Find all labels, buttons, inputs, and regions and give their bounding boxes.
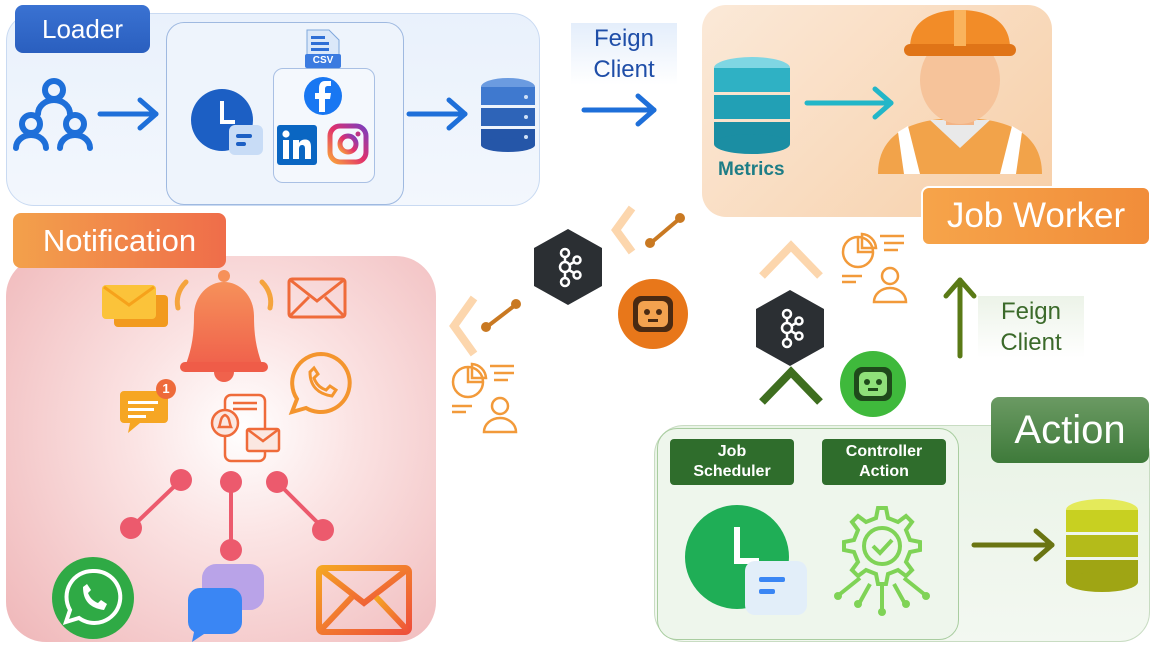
controller-line1: Controller [845,443,923,460]
feign-client-label-top: Feign Client [571,23,677,85]
facebook-icon [304,77,342,115]
mail-icon [316,565,412,635]
mobile-alert-icon [210,393,281,463]
chat-notification-icon [120,379,176,433]
gear-check-icon [834,506,930,616]
whatsapp-outline-icon [288,351,352,416]
chevron-left-icon [449,295,521,357]
notification-badge-count: 1 [162,381,170,396]
report-user-icon [841,232,908,304]
job-scheduler-line1: Job [717,443,747,460]
mail-stack-icon [102,285,168,327]
controller-line2: Action [859,463,909,480]
database-icon [1066,499,1138,592]
arrow-icon [581,93,657,127]
job-scheduler-line2: Scheduler [693,463,771,480]
linkedin-icon [277,125,317,165]
chevron-up-icon [759,240,823,279]
feign-line2: Client [593,56,655,83]
action-title: Action [991,397,1149,463]
arrow-icon [804,86,894,120]
chevron-up-icon [759,366,823,405]
arrow-icon [97,97,159,131]
notification-title: Notification [13,213,226,268]
controller-action-label: Controller Action [822,439,946,485]
scheduler-clock-icon [685,505,807,615]
mail-icon [287,277,347,319]
arrow-up-icon [943,277,977,359]
chevron-left-icon [611,205,685,255]
feign-line1: Feign [593,25,655,52]
distribution-tree-icon [120,469,334,561]
csv-label: CSV [312,55,334,66]
bell-icon [174,270,274,382]
feign-line2: Client [1000,329,1062,356]
users-icon [13,78,93,151]
report-user-icon [451,362,518,434]
arrow-icon [406,97,468,131]
kafka-icon [756,290,824,366]
feign-client-label-right: Feign Client [978,296,1084,358]
metrics-label: Metrics [718,159,785,180]
feign-line1: Feign [1000,298,1062,325]
kafka-icon [534,229,602,305]
worker-icon [878,10,1042,174]
chat-bubbles-icon [188,564,264,642]
metrics-database-icon [714,57,790,154]
job-worker-title: Job Worker [921,186,1151,246]
whatsapp-icon [52,557,134,639]
database-icon [481,78,535,152]
job-scheduler-label: Job Scheduler [670,439,794,485]
instagram-icon [327,123,369,165]
scheduler-clock-icon [191,89,263,155]
bot-icon [618,279,688,349]
bot-icon [840,351,906,417]
csv-file-icon [305,29,341,69]
loader-title: Loader [15,5,150,53]
arrow-icon [971,528,1055,562]
